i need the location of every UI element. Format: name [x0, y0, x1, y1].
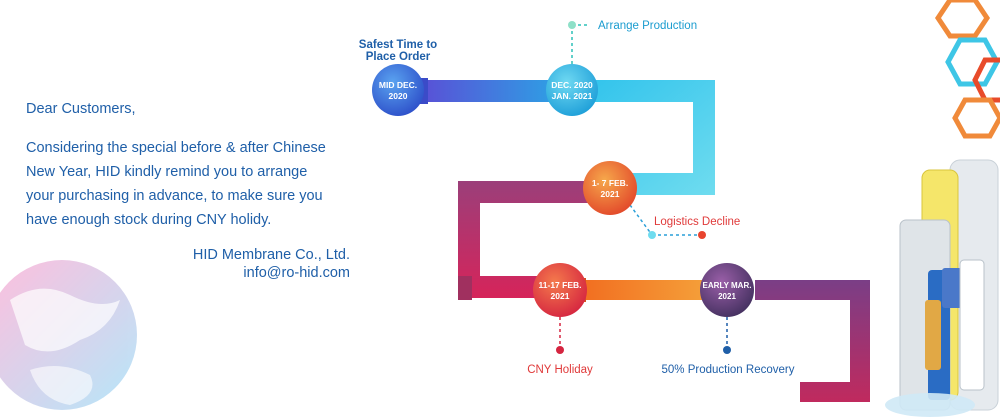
node-label: 1- 7 FEB.: [592, 178, 628, 188]
recovery-label: 50% Production Recovery: [662, 364, 795, 376]
membrane-products-image: [885, 159, 999, 417]
company-name: HID Membrane Co., Ltd.: [192, 247, 350, 263]
connector-dot: [698, 231, 706, 239]
arrange-label: Arrange Production: [598, 20, 697, 32]
contact-email[interactable]: info@ro-hid.com: [243, 265, 350, 281]
safest-label: Safest Time to: [359, 39, 437, 51]
letter-line: New Year, HID kindly remind you to arran…: [26, 164, 308, 180]
safest-label: Place Order: [366, 51, 431, 63]
node-label: DEC. 2020: [551, 80, 593, 90]
flow-path: [420, 78, 870, 402]
cny-label: CNY Holiday: [527, 364, 593, 376]
node-label: EARLY MAR.: [703, 281, 752, 290]
node-label: MID DEC.: [379, 80, 417, 90]
node-label: JAN. 2021: [552, 91, 593, 101]
connector-dot: [568, 21, 576, 29]
timeline-node: MID DEC. 2020: [372, 64, 424, 116]
globe-decoration: [0, 260, 137, 410]
node-label: 11-17 FEB.: [539, 280, 582, 290]
connector-dot: [648, 231, 656, 239]
greeting: Dear Customers,: [26, 101, 136, 117]
connector-dot: [723, 346, 731, 354]
node-label: 2021: [551, 291, 570, 301]
connector-dot: [556, 346, 564, 354]
logistics-label: Logistics Decline: [654, 216, 740, 228]
band-tail: [755, 280, 870, 402]
timeline-node: 11-17 FEB. 2021: [533, 263, 587, 317]
node-label: 2021: [601, 189, 620, 199]
letter-line: have enough stock during CNY holidy.: [26, 212, 272, 228]
timeline-node: DEC. 2020 JAN. 2021: [546, 64, 598, 116]
band-orange: [575, 280, 710, 300]
node-label: 2020: [389, 91, 408, 101]
node-label: 2021: [718, 292, 736, 301]
letter-line: Considering the special before & after C…: [26, 140, 326, 156]
letter-body: Considering the special before & after C…: [26, 136, 356, 232]
timeline-node: EARLY MAR. 2021: [700, 263, 754, 317]
timeline-node: 1- 7 FEB. 2021: [583, 161, 637, 215]
hexagon-decoration: [934, 0, 1000, 139]
letter-line: your purchasing in advance, to make sure…: [26, 188, 323, 204]
band-top: [420, 80, 570, 102]
